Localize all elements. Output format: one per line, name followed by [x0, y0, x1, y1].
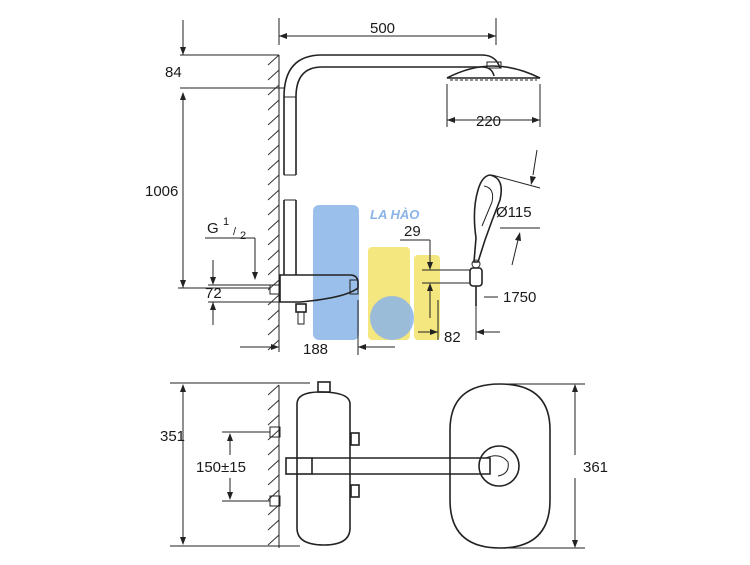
hand-shower [473, 174, 503, 263]
wall-hatch-top [267, 54, 280, 351]
watermark-text: LA HÀO [370, 207, 419, 222]
thermostat-plate [296, 391, 351, 546]
watermark-logo: LA HÀO [313, 205, 440, 340]
head-shower [446, 65, 541, 79]
dim-plate-height-351: 351 [160, 428, 185, 445]
dim-top-offset-84: 84 [165, 64, 182, 81]
thread-denominator: 2 [240, 230, 246, 242]
shower-arm-outer [283, 54, 501, 98]
hand-shower-holder [469, 267, 483, 287]
dim-inlet-spacing-150: 150±15 [196, 459, 246, 476]
control-button [285, 457, 313, 475]
arm-connector-ring [478, 445, 520, 487]
watermark-yellow-bar-2 [414, 255, 440, 340]
dim-height-1006: 1006 [145, 183, 178, 200]
riser-pipe [283, 97, 297, 275]
watermark-blue-bar [313, 205, 359, 340]
top-outlet [317, 381, 331, 393]
dim-thermostat-depth-188: 188 [303, 341, 328, 358]
dim-width-500: 500 [370, 20, 395, 37]
horizontal-arm [312, 457, 491, 475]
thread-label-g: G [207, 220, 219, 237]
wall-hatch-bottom [267, 384, 280, 546]
handle-top [350, 432, 360, 446]
thread-numerator: 1 [223, 216, 229, 228]
oval-back-plate [449, 383, 551, 549]
watermark-blue-circle [370, 296, 414, 340]
dim-hand-diameter-115: Ø115 [496, 204, 532, 221]
shower-arm-inner [295, 66, 495, 98]
hose-outlet [295, 303, 307, 313]
dim-hand-offset-29: 29 [404, 223, 421, 240]
dim-thermostat-height-72: 72 [205, 285, 222, 302]
thread-slash: / [233, 226, 237, 238]
handle-bottom [350, 484, 360, 498]
dim-oval-height-361: 361 [583, 459, 608, 476]
dim-head-diameter-220: 220 [476, 113, 501, 130]
dim-holder-depth-82: 82 [444, 329, 461, 346]
riser-break [284, 174, 296, 201]
plan-view: 351 150±15 361 [160, 381, 608, 549]
dim-hand-height-1750: 1750 [503, 289, 536, 306]
front-elevation-view: 500 84 220 1006 G 1 / 2 72 [145, 18, 541, 358]
